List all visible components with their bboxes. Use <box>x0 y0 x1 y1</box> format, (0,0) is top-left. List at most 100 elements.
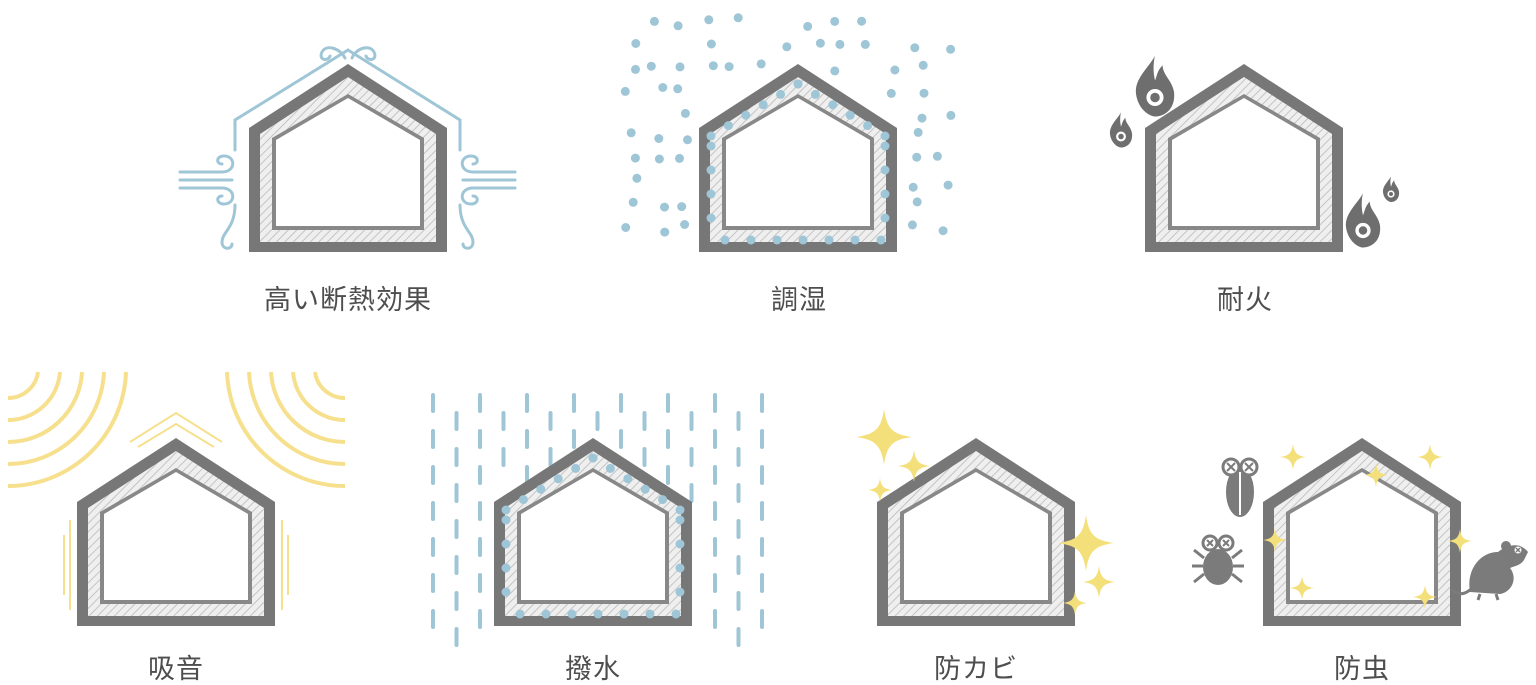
dot <box>501 563 511 573</box>
house-insect <box>1263 438 1461 626</box>
dot <box>912 197 922 207</box>
dot <box>631 39 641 48</box>
dead-mouse-icon <box>1450 541 1528 601</box>
dot <box>708 61 718 71</box>
dot <box>815 38 825 48</box>
dot <box>932 151 942 161</box>
dot <box>640 484 650 494</box>
dot <box>515 609 525 619</box>
dot <box>632 173 642 183</box>
dot <box>706 189 716 199</box>
dot <box>704 15 714 25</box>
dot <box>706 131 716 141</box>
dot <box>798 235 808 245</box>
dot <box>683 135 692 145</box>
house-fire <box>1145 64 1343 252</box>
dot <box>776 89 786 99</box>
dot <box>654 134 664 143</box>
dot <box>907 220 917 230</box>
dot <box>541 609 551 619</box>
dot <box>626 128 636 138</box>
dead-cockroach-icon <box>1221 457 1259 517</box>
dot <box>673 84 683 94</box>
dot <box>890 65 900 75</box>
dot <box>675 62 685 72</box>
house-water <box>494 438 692 626</box>
dot <box>723 121 733 131</box>
dot <box>660 227 670 237</box>
dot <box>567 609 577 619</box>
wind-icon <box>178 46 517 250</box>
dot <box>706 39 716 49</box>
dot <box>654 154 664 164</box>
dot <box>946 110 956 120</box>
dot <box>675 153 684 163</box>
dot <box>675 539 685 549</box>
dot <box>860 39 870 49</box>
dot <box>630 153 640 163</box>
dot <box>845 110 855 120</box>
absorbed-moisture-dots <box>706 79 890 245</box>
dot <box>938 226 948 236</box>
dot <box>677 202 687 212</box>
dot <box>810 89 820 99</box>
dot <box>910 43 920 53</box>
repelled-water-dots <box>501 453 685 619</box>
dot <box>724 62 734 72</box>
dot <box>646 61 656 71</box>
dot <box>501 515 511 525</box>
label-water: 撥水 <box>565 654 621 685</box>
dot <box>671 609 681 619</box>
dot <box>756 59 766 69</box>
dot <box>675 505 685 515</box>
dot <box>733 13 743 23</box>
dot <box>830 16 840 26</box>
dot <box>912 152 922 162</box>
dot <box>824 235 834 245</box>
dot <box>706 213 716 223</box>
dot <box>501 505 511 515</box>
dead-tick-icon <box>1192 534 1244 585</box>
panel-insect <box>1192 438 1528 626</box>
dot <box>501 539 511 549</box>
panel-fire <box>1109 55 1400 252</box>
dot <box>880 189 890 199</box>
dot <box>623 474 633 484</box>
dot <box>619 609 629 619</box>
panel-humidity <box>620 13 956 252</box>
dot <box>917 113 927 123</box>
dot <box>857 16 867 26</box>
dot <box>943 180 953 190</box>
house-humidity <box>699 64 897 252</box>
dot <box>946 44 956 54</box>
label-insect: 防虫 <box>1334 654 1390 685</box>
dot <box>680 220 690 229</box>
dot <box>675 563 685 573</box>
dot <box>758 100 768 110</box>
dot <box>772 235 782 245</box>
dot <box>518 495 528 505</box>
dot <box>720 235 730 245</box>
dot <box>673 21 683 31</box>
dot <box>830 66 840 76</box>
dot <box>536 484 546 494</box>
dot <box>620 86 630 96</box>
moisture-dots-icon <box>620 13 956 237</box>
dot <box>645 609 655 619</box>
label-mold: 防カビ <box>934 654 1018 685</box>
house-sound <box>77 438 275 626</box>
house-insulation <box>249 64 447 252</box>
dot <box>886 88 896 98</box>
dot <box>631 64 640 74</box>
dot <box>628 197 638 207</box>
label-insulation: 高い断熱効果 <box>264 285 432 316</box>
panel-insulation <box>178 46 517 252</box>
dot <box>803 21 813 31</box>
house-mold <box>877 438 1075 626</box>
dot <box>746 235 756 245</box>
dot <box>913 127 923 137</box>
panel-mold <box>856 409 1115 626</box>
dot <box>908 182 918 192</box>
dot <box>675 587 685 597</box>
